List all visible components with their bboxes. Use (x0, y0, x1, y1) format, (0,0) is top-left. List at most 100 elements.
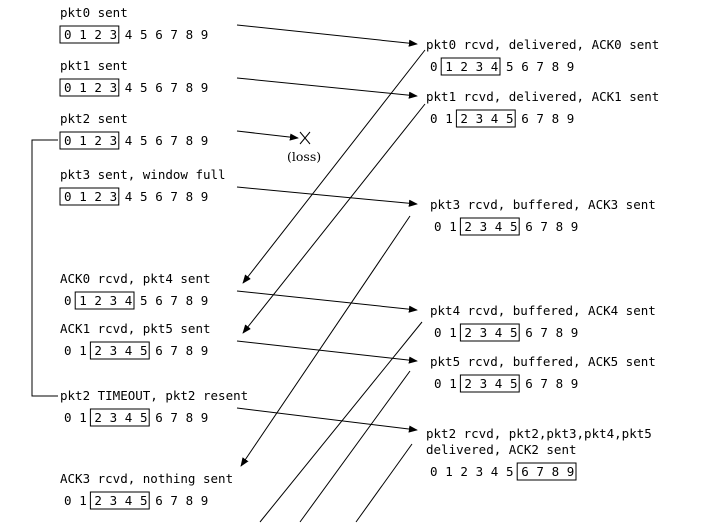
sender-window-box (89, 408, 150, 427)
sequence-number: 3 (476, 464, 484, 479)
sequence-number: 9 (201, 80, 209, 95)
sequence-number: 6 (155, 189, 163, 204)
receiver-window-box (459, 217, 520, 236)
pkt4-arrow (236, 290, 418, 313)
ack1-arrow (242, 103, 426, 334)
sequence-number: 9 (571, 219, 579, 234)
sequence-number: 8 (552, 59, 560, 74)
ack4-arrow (259, 321, 423, 523)
sequence-number: 8 (186, 27, 194, 42)
sequence-number: 6 (521, 464, 529, 479)
sequence-number: 6 (521, 59, 529, 74)
sequence-number: 1 (79, 133, 87, 148)
sender-window-box (89, 341, 150, 360)
sequence-number: 9 (567, 111, 575, 126)
loss-marker: (loss) (287, 131, 321, 164)
sequence-number: 9 (201, 343, 209, 358)
sequence-number: 0 (434, 325, 442, 340)
sequence-number: 3 (476, 111, 484, 126)
receiver-event-label: pkt2 rcvd, pkt2,pkt3,pkt4,pkt5 (426, 426, 652, 441)
pkt2-resend-arrow (236, 407, 418, 433)
sequence-number: 2 (460, 464, 468, 479)
sequence-number: 8 (556, 219, 564, 234)
sequence-number: 7 (170, 293, 178, 308)
pkt0-arrow (236, 24, 418, 47)
sequence-number: 7 (170, 343, 178, 358)
sequence-number: 2 (94, 189, 102, 204)
sequence-number: 2 (94, 27, 102, 42)
sequence-number: 7 (540, 219, 548, 234)
sequence-number: 4 (491, 111, 499, 126)
sequence-number: 7 (170, 493, 178, 508)
sequence-number: 6 (155, 343, 163, 358)
sequence-number: 6 (521, 111, 529, 126)
sequence-number: 7 (170, 133, 178, 148)
loss-label: (loss) (287, 149, 321, 164)
sequence-number: 8 (552, 464, 560, 479)
sequence-number: 6 (525, 376, 533, 391)
receiver-window-box (440, 57, 501, 76)
sequence-number: 6 (525, 325, 533, 340)
sequence-number: 6 (155, 293, 163, 308)
sequence-number: 2 (94, 293, 102, 308)
sequence-number: 2 (460, 59, 468, 74)
ack2-arrow (355, 443, 413, 523)
sender-window-box (59, 78, 120, 97)
sequence-number: 5 (140, 410, 148, 425)
sequence-number: 8 (556, 325, 564, 340)
sequence-number: 1 (449, 219, 457, 234)
pkt3-arrow (236, 186, 418, 207)
sequence-number: 1 (79, 27, 87, 42)
sequence-number: 0 (434, 219, 442, 234)
sequence-number: 4 (125, 493, 133, 508)
sequence-number: 5 (140, 293, 148, 308)
sequence-number: 0 (64, 80, 72, 95)
sequence-number: 4 (491, 464, 499, 479)
receiver-event-label: pkt1 rcvd, delivered, ACK1 sent (426, 89, 659, 104)
sequence-number: 6 (155, 27, 163, 42)
sequence-number: 8 (552, 111, 560, 126)
sequence-number: 3 (480, 219, 488, 234)
sequence-number: 6 (525, 219, 533, 234)
sequence-number: 5 (140, 133, 148, 148)
sequence-number: 5 (506, 59, 514, 74)
sequence-number: 1 (449, 325, 457, 340)
sender-window-box (89, 491, 150, 510)
receiver-window-box (516, 462, 577, 481)
sequence-number: 2 (94, 80, 102, 95)
sequence-number: 0 (64, 343, 72, 358)
timeout-bracket (31, 139, 58, 397)
sequence-number: 7 (170, 80, 178, 95)
sequence-number: 2 (94, 343, 102, 358)
sequence-number: 3 (110, 293, 118, 308)
receiver-event-label: pkt4 rcvd, buffered, ACK4 sent (430, 303, 656, 318)
sequence-number: 0 (64, 189, 72, 204)
sequence-number: 5 (140, 189, 148, 204)
sequence-number: 3 (110, 410, 118, 425)
sequence-number: 7 (170, 27, 178, 42)
sequence-number: 4 (125, 343, 133, 358)
sequence-number: 0 (64, 410, 72, 425)
ack3-arrow (240, 215, 411, 467)
sender-event-label: pkt1 sent (60, 58, 128, 73)
sequence-number: 4 (125, 410, 133, 425)
sequence-number: 7 (540, 376, 548, 391)
sequence-number: 2 (94, 133, 102, 148)
sequence-number: 5 (140, 27, 148, 42)
sender-event-label: pkt2 TIMEOUT, pkt2 resent (60, 388, 248, 403)
sequence-number: 8 (186, 410, 194, 425)
sequence-number: 2 (464, 325, 472, 340)
sequence-number: 9 (201, 189, 209, 204)
sequence-number: 3 (110, 189, 118, 204)
